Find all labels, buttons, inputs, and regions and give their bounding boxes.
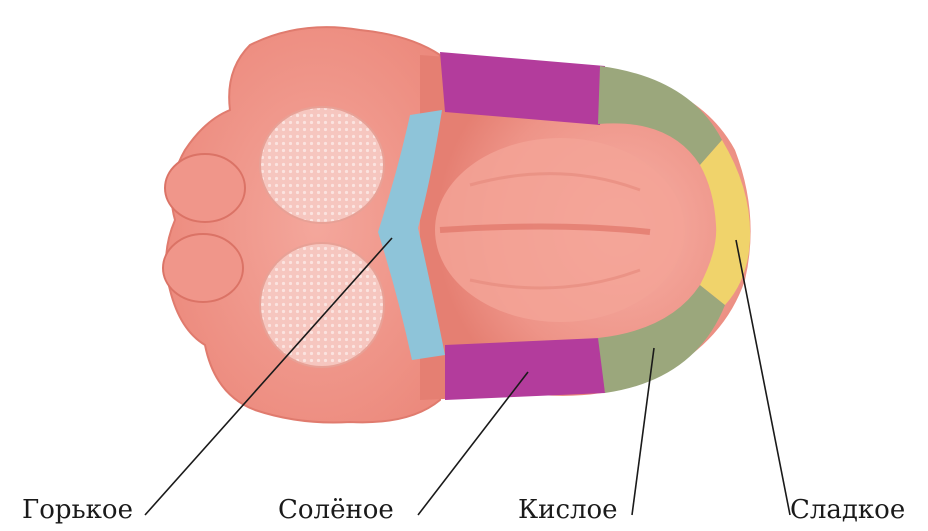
salty-zone-lower: [445, 338, 605, 400]
papillae-area-lower: [260, 243, 384, 367]
label-sour: Кислое: [518, 495, 618, 525]
lingual-tonsil-lower: [163, 234, 243, 302]
label-bitter: Горькое: [22, 495, 133, 525]
lingual-tonsil-upper: [165, 154, 245, 222]
leader-line-sweet: [736, 240, 790, 515]
papillae-area-upper: [260, 107, 384, 223]
label-sweet: Сладкое: [790, 495, 905, 525]
label-salty: Солёное: [278, 495, 394, 525]
